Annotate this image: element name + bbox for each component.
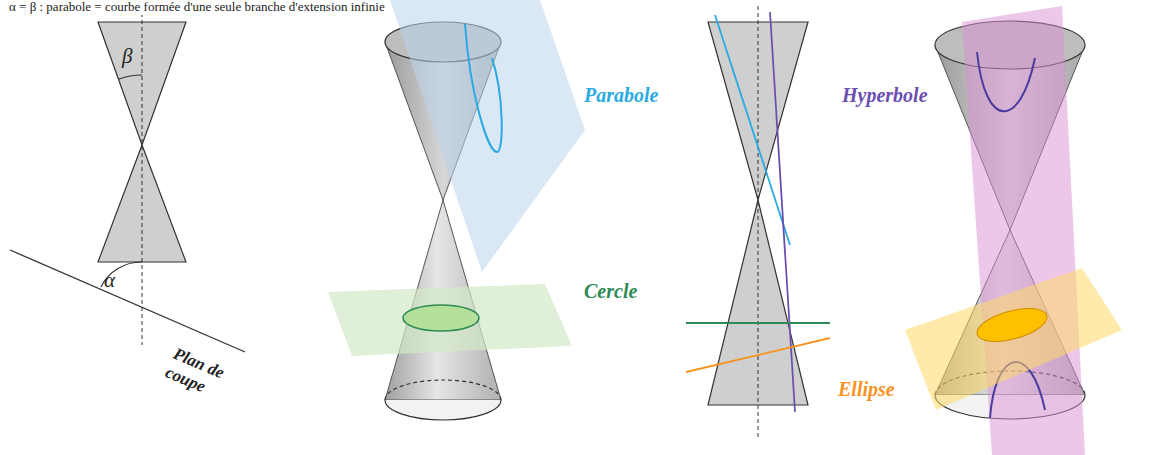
curve-name: Parabole bbox=[584, 84, 658, 107]
curve-name: Hyperbole bbox=[842, 84, 928, 107]
double-cone-sections bbox=[686, 6, 830, 440]
cutting-plane-line bbox=[10, 250, 245, 352]
angle-label: β bbox=[122, 44, 132, 68]
curve-name: Ellipse bbox=[838, 378, 895, 401]
cone-hyperbola-ellipse bbox=[905, 6, 1122, 455]
cone-parabola-circle bbox=[328, 0, 585, 420]
caption-note: α = β : parabole = courbe formée d'une s… bbox=[6, 0, 388, 15]
angle-label: α bbox=[104, 268, 115, 292]
curve-name: Cercle bbox=[584, 280, 637, 303]
plane-label: Plan de coupe bbox=[163, 344, 254, 412]
